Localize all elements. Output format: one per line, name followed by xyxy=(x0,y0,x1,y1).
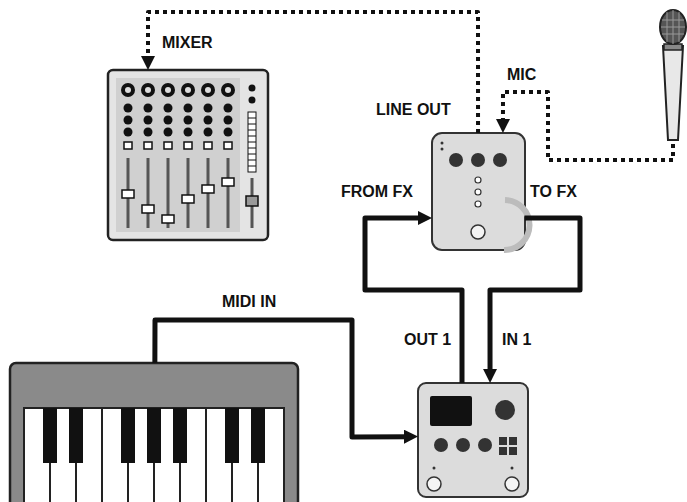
cable-line xyxy=(365,218,462,383)
microphone-box xyxy=(658,8,687,144)
pedal-box xyxy=(432,133,525,250)
arrow-head xyxy=(365,217,432,218)
dotted-cable xyxy=(503,92,673,160)
microphone-illustration xyxy=(660,10,686,140)
arrow-head xyxy=(352,436,418,437)
cable-line xyxy=(490,218,580,374)
cable-label: MIC xyxy=(507,66,536,84)
cable xyxy=(490,218,580,383)
arrow-head xyxy=(490,290,491,383)
mixer-box xyxy=(108,70,268,240)
cable xyxy=(155,320,418,437)
port-label: TO FX xyxy=(530,183,577,201)
cable-label: MIXER xyxy=(162,34,213,52)
port-label: IN 1 xyxy=(502,331,531,349)
pedal-illustration xyxy=(432,133,530,250)
effects-unit-illustration xyxy=(418,383,528,497)
cable xyxy=(365,218,462,383)
port-label: LINE OUT xyxy=(376,101,451,119)
port-label: FROM FX xyxy=(341,183,413,201)
cable-line xyxy=(148,12,478,133)
keyboard-box xyxy=(10,363,298,502)
cable-line xyxy=(155,320,409,437)
effects-unit-box xyxy=(418,383,528,497)
mixer-illustration xyxy=(108,70,268,240)
keyboard-illustration xyxy=(10,363,298,502)
dotted-cable xyxy=(148,12,478,133)
arrow-head xyxy=(502,92,503,133)
port-label: OUT 1 xyxy=(404,331,451,349)
arrow-head xyxy=(148,12,149,70)
cable-line xyxy=(503,92,673,160)
cable-label: MIDI IN xyxy=(222,293,276,311)
